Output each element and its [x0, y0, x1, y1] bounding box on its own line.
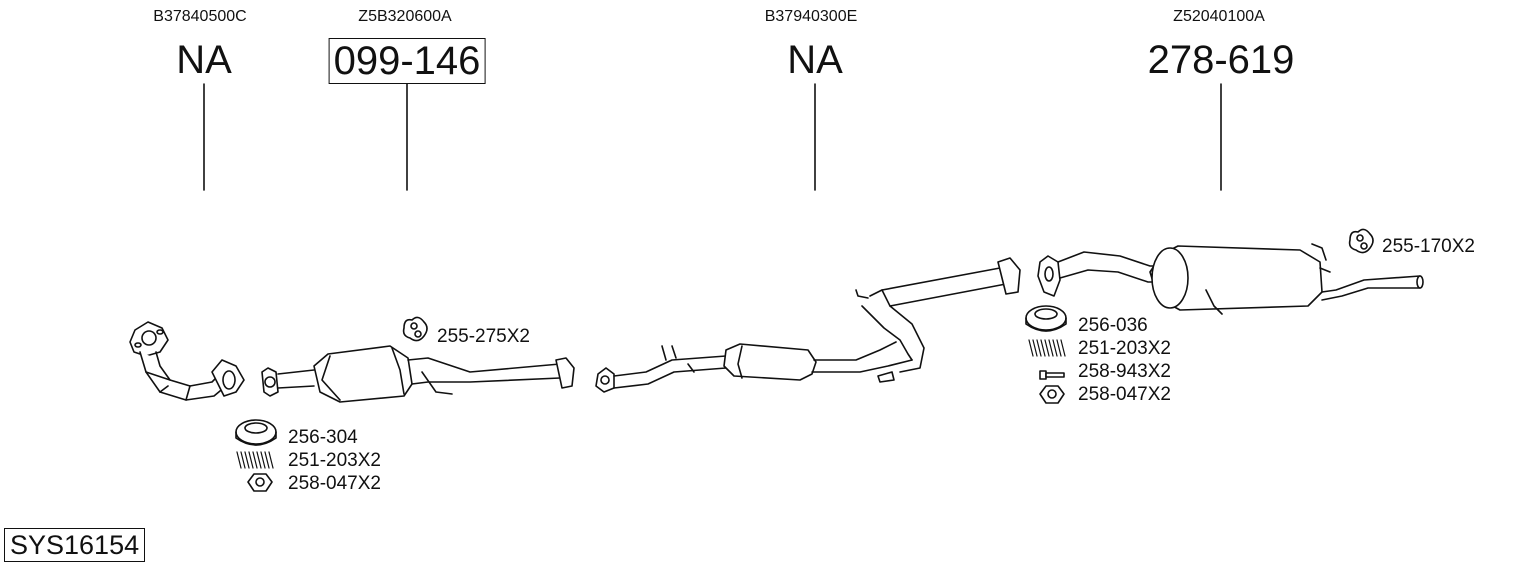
nut-label-2[interactable]: 258-047X2: [1078, 384, 1171, 405]
oem-code-front-pipe: B37840500C: [153, 8, 247, 25]
spring-label-2[interactable]: 251-203X2: [1078, 338, 1171, 359]
gasket-label-1[interactable]: 256-304: [288, 427, 358, 448]
nut-icon: [247, 473, 273, 492]
rubber-hanger-icon: [402, 316, 428, 342]
hanger-label-1[interactable]: 255-275X2: [437, 326, 530, 347]
part-number-front-pipe[interactable]: NA: [176, 38, 232, 82]
gasket-icon: [1025, 305, 1067, 332]
nut-label-1[interactable]: 258-047X2: [288, 473, 381, 494]
part-number-catalyst[interactable]: 099-146: [328, 38, 486, 84]
hanger-label-2[interactable]: 255-170X2: [1382, 236, 1475, 257]
nut-icon: [1039, 385, 1065, 404]
catalyst-drawing[interactable]: [261, 345, 575, 403]
part-number-rear-silencer[interactable]: 278-619: [1147, 38, 1295, 82]
gasket-label-2[interactable]: 256-036: [1078, 315, 1148, 336]
spring-icon: [1028, 339, 1066, 357]
rear-silencer-drawing[interactable]: [1037, 243, 1424, 315]
part-number-middle-silencer[interactable]: NA: [787, 38, 843, 82]
rubber-hanger-icon: [1348, 228, 1374, 254]
bolt-label-2[interactable]: 258-943X2: [1078, 361, 1171, 382]
oem-code-middle-silencer: B37940300E: [764, 8, 858, 25]
front-pipe-drawing[interactable]: [129, 321, 245, 401]
gasket-icon: [235, 419, 277, 446]
spring-label-1[interactable]: 251-203X2: [288, 450, 381, 471]
spring-icon: [236, 451, 274, 469]
system-code: SYS16154: [4, 528, 146, 562]
bolt-icon: [1039, 370, 1065, 380]
middle-silencer-drawing[interactable]: [595, 257, 1021, 393]
oem-code-rear-silencer: Z52040100A: [1173, 8, 1265, 25]
oem-code-catalyst: Z5B320600A: [358, 8, 452, 25]
